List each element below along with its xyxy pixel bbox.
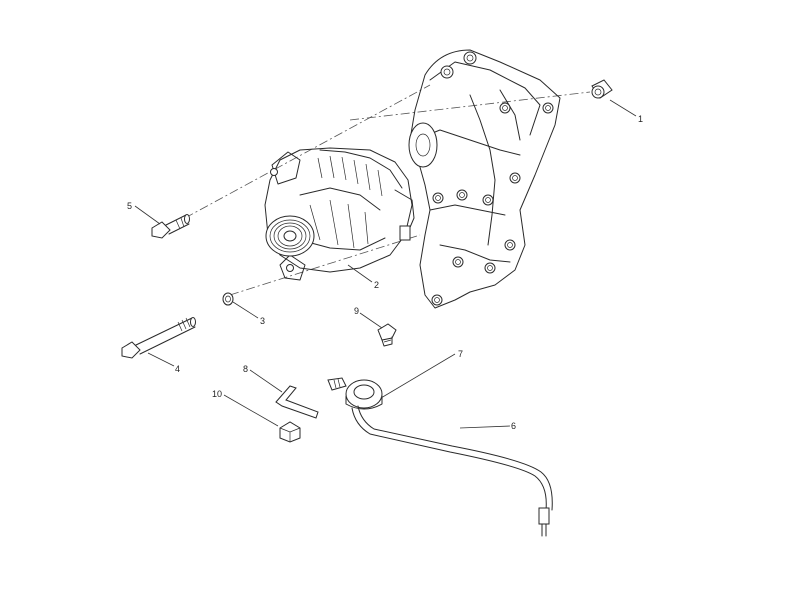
callout-9: 9 xyxy=(354,306,359,316)
callout-2: 2 xyxy=(374,280,379,290)
alternator-part-2 xyxy=(264,147,415,281)
bushing-part-1 xyxy=(591,79,613,99)
leader-lines xyxy=(134,99,637,429)
long-bolt-part-4 xyxy=(121,317,196,359)
mounting-bracket xyxy=(408,49,561,309)
assembly-centerlines xyxy=(184,84,591,296)
short-bolt-part-5 xyxy=(151,214,190,239)
callout-labels: 1 2 3 4 5 6 7 8 9 10 xyxy=(127,114,643,431)
cable-part-6 xyxy=(351,405,553,537)
callout-1: 1 xyxy=(638,114,643,124)
callout-6: 6 xyxy=(511,421,516,431)
callout-8: 8 xyxy=(243,364,248,374)
washer-part-3 xyxy=(222,292,234,306)
nut-part-10 xyxy=(279,421,301,443)
ring-terminal-part-7 xyxy=(327,377,383,410)
bent-pin-part-8 xyxy=(275,385,319,419)
callout-3: 3 xyxy=(260,316,265,326)
callout-5: 5 xyxy=(127,201,132,211)
callout-7: 7 xyxy=(458,349,463,359)
callout-4: 4 xyxy=(175,364,180,374)
bolt-part-9 xyxy=(377,323,397,347)
callout-10: 10 xyxy=(212,389,222,399)
